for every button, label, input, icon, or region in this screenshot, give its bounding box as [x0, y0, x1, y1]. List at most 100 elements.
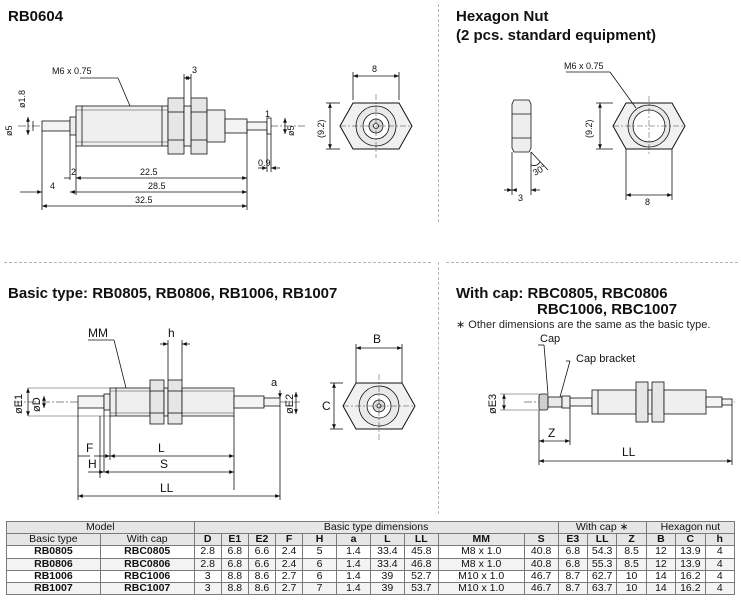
table-cell-f: 2.7 — [274, 569, 304, 583]
cap-z-label: Z — [548, 426, 555, 440]
table-cell-d: 2.8 — [193, 557, 222, 571]
table-cell-e3: 6.8 — [557, 545, 588, 559]
table-cell-d: 2.8 — [193, 545, 222, 559]
col-f: F — [274, 533, 304, 547]
rb0604-length-2-label: 2 — [71, 167, 76, 177]
table-cell-h: 4 — [704, 545, 736, 559]
table-cell-l: 39 — [369, 581, 405, 596]
table-cell-h: 5 — [302, 545, 338, 559]
table-cell-a: 1.4 — [336, 545, 371, 559]
col-d: D — [193, 533, 222, 547]
col-e1: E1 — [220, 533, 249, 547]
group-header-basic: Basic type dimensions — [193, 520, 559, 535]
table-cell-h: 4 — [704, 569, 736, 583]
rb0604-length-28-label: 28.5 — [148, 181, 166, 191]
vertical-divider-bottom — [438, 262, 439, 514]
basic-a-label: a — [271, 377, 278, 389]
horizontal-divider-right — [446, 262, 738, 263]
cap-ll-label: LL — [622, 445, 636, 459]
table-cell-b: 12 — [645, 557, 677, 571]
hex-nut-subtitle: (2 pcs. standard equipment) — [456, 27, 657, 44]
table-cell-h: 4 — [704, 581, 736, 596]
table-cell-d: 3 — [193, 581, 222, 596]
table-cell-l: 33.4 — [369, 545, 405, 559]
rb0604-dia-5-right-label: ø5 — [286, 125, 296, 136]
hex-nut-width-label: 8 — [645, 197, 650, 207]
col-a: a — [336, 533, 371, 547]
table-cell-cap: RBC1006 — [99, 569, 195, 583]
table-cell-ll2: 55.3 — [586, 557, 618, 571]
table-cell-s: 40.8 — [523, 557, 559, 571]
table-cell-mm: M10 x 1.0 — [437, 581, 525, 596]
table-cell-a: 1.4 — [336, 581, 371, 596]
table-cell-d: 3 — [193, 569, 222, 583]
table-cell-basic: RB0805 — [6, 545, 101, 559]
rb0604-thread-label: M6 x 0.75 — [52, 66, 92, 76]
table-cell-l: 39 — [369, 569, 405, 583]
table-cell-c: 16.2 — [675, 581, 706, 596]
rb0604-dia-18-label: ø1.8 — [17, 90, 27, 108]
basic-b-label: B — [373, 332, 381, 346]
col-c: C — [675, 533, 706, 547]
rb0604-length-4-label: 4 — [50, 181, 55, 191]
table-cell-cap: RBC0805 — [99, 545, 195, 559]
table-cell-e2: 8.6 — [247, 581, 277, 596]
col-basic-type: Basic type — [6, 533, 101, 547]
rb0604-nut-width-label: 3 — [192, 65, 197, 75]
table-cell-s: 40.8 — [523, 545, 559, 559]
col-mm: MM — [437, 533, 525, 547]
table-cell-a: 1.4 — [336, 557, 371, 571]
basic-mm-label: MM — [88, 326, 108, 340]
basic-e1-label: øE1 — [13, 394, 25, 414]
col-s: S — [523, 533, 559, 547]
table-cell-ll: 52.7 — [403, 569, 439, 583]
rb0604-length-09-label: 0.9 — [258, 158, 271, 168]
table-cell-c: 16.2 — [675, 569, 706, 583]
basic-h-label: h — [168, 326, 175, 340]
cap-label: Cap — [540, 333, 560, 345]
col-h: H — [302, 533, 338, 547]
horizontal-divider-left — [4, 262, 431, 263]
dimension-table: Model Basic type dimensions With cap ∗ H… — [6, 520, 736, 596]
basic-hh-label: H — [88, 457, 97, 471]
table-cell-e3: 6.8 — [557, 557, 588, 571]
table-cell-ll: 53.7 — [403, 581, 439, 596]
basic-d-label: øD — [31, 397, 43, 412]
table-cell-e1: 6.8 — [220, 545, 249, 559]
hex-nut-thread-label: M6 x 0.75 — [564, 61, 604, 71]
table-cell-f: 2.4 — [274, 545, 304, 559]
rb0604-length-1-label: 1 — [265, 109, 270, 119]
table-cell-mm: M8 x 1.0 — [437, 557, 525, 571]
table-cell-b: 12 — [645, 545, 677, 559]
group-header-cap: With cap ∗ — [557, 520, 647, 535]
basic-type-title: Basic type: RB0805, RB0806, RB1006, RB10… — [8, 285, 338, 302]
rb0604-length-32-label: 32.5 — [135, 195, 153, 205]
table-cell-s: 46.7 — [523, 581, 559, 596]
table-cell-ll2: 63.7 — [586, 581, 618, 596]
table-cell-f: 2.4 — [274, 557, 304, 571]
table-cell-h: 7 — [302, 581, 338, 596]
col-nut-h: h — [704, 533, 736, 547]
table-cell-basic: RB1007 — [6, 581, 101, 596]
rb0604-dia-5-left-label: ø5 — [4, 125, 14, 136]
table-cell-c: 13.9 — [675, 557, 706, 571]
basic-s-label: S — [160, 457, 168, 471]
table-cell-ll2: 62.7 — [586, 569, 618, 583]
table-cell-mm: M10 x 1.0 — [437, 569, 525, 583]
table-cell-f: 2.7 — [274, 581, 304, 596]
table-cell-z: 10 — [616, 569, 647, 583]
table-cell-l: 33.4 — [369, 557, 405, 571]
table-cell-z: 8.5 — [616, 557, 647, 571]
col-ll2: LL — [586, 533, 618, 547]
table-cell-e1: 8.8 — [220, 569, 249, 583]
table-cell-b: 14 — [645, 581, 677, 596]
table-cell-c: 13.9 — [675, 545, 706, 559]
